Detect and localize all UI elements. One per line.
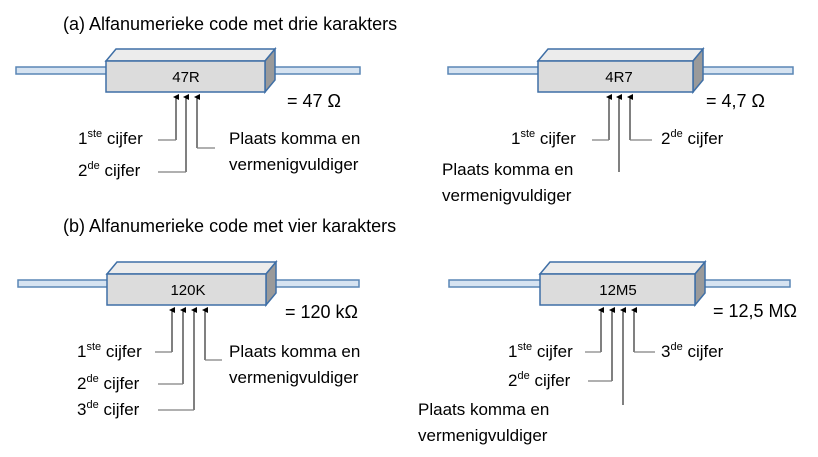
label-decimal-multiplier-line1: Plaats komma en: [418, 400, 549, 419]
resistor-code-label: 47R: [172, 69, 200, 86]
resistor-body-front: [105, 60, 266, 93]
label-first-digit: 1ste cijfer: [511, 128, 576, 148]
resistor-lead-left: [448, 279, 542, 288]
resistor-lead-right: [270, 279, 360, 288]
resistor-body-top: [104, 48, 277, 62]
resistor-lead-right: [697, 279, 791, 288]
label-decimal-multiplier-line2: vermenigvuldiger: [229, 368, 359, 387]
label-third-digit: 3de cijfer: [77, 399, 140, 419]
resistor-value: = 12,5 MΩ: [713, 301, 797, 321]
resistor-code-label: 4R7: [605, 69, 633, 86]
resistor-body-top: [538, 261, 707, 275]
resistor-lead-left: [15, 66, 113, 75]
resistor-code-label: 12M5: [599, 282, 637, 299]
label-first-digit: 1ste cijfer: [508, 341, 573, 361]
resistor-body-top: [105, 261, 278, 275]
label-first-digit: 1ste cijfer: [77, 341, 142, 361]
resistor-body-top: [536, 48, 705, 62]
resistor-120k: 120K = 120 kΩ 1ste cijfer 2de cijfer 3de…: [17, 259, 360, 419]
heading-three-characters: (a) Alfanumerieke code met drie karakter…: [63, 14, 397, 34]
label-second-digit: 2de cijfer: [661, 128, 724, 148]
label-decimal-multiplier-line2: vermenigvuldiger: [418, 426, 548, 445]
resistor-lead-left: [17, 279, 111, 288]
label-decimal-multiplier-line1: Plaats komma en: [229, 342, 360, 361]
label-third-digit: 3de cijfer: [661, 341, 724, 361]
resistor-lead-right: [271, 66, 361, 75]
resistor-value: = 4,7 Ω: [706, 91, 765, 111]
resistor-body-front: [106, 273, 267, 306]
label-second-digit: 2de cijfer: [508, 370, 571, 390]
resistor-4r7: 4R7 = 4,7 Ω 1ste cijfer 2de cijfer Plaat…: [442, 46, 794, 205]
resistor-value: = 47 Ω: [287, 91, 341, 111]
resistor-code-label: 120K: [170, 282, 205, 299]
label-decimal-multiplier-line1: Plaats komma en: [442, 160, 573, 179]
label-decimal-multiplier-line2: vermenigvuldiger: [229, 155, 359, 174]
label-first-digit: 1ste cijfer: [78, 128, 143, 148]
resistor-lead-left: [447, 66, 545, 75]
resistor-body-front: [539, 273, 696, 306]
resistor-12m5: 12M5 = 12,5 MΩ 1ste cijfer 2de cijfer 3d…: [418, 259, 797, 445]
label-second-digit: 2de cijfer: [78, 160, 141, 180]
resistor-body-front: [537, 60, 694, 93]
heading-four-characters: (b) Alfanumerieke code met vier karakter…: [63, 216, 396, 236]
resistor-lead-right: [699, 66, 794, 75]
label-second-digit: 2de cijfer: [77, 373, 140, 393]
label-decimal-multiplier-line2: vermenigvuldiger: [442, 186, 572, 205]
resistor-47r: 47R = 47 Ω 1ste cijfer 2de cijfer Plaats…: [15, 46, 361, 180]
resistor-value: = 120 kΩ: [285, 302, 358, 322]
label-decimal-multiplier-line1: Plaats komma en: [229, 129, 360, 148]
